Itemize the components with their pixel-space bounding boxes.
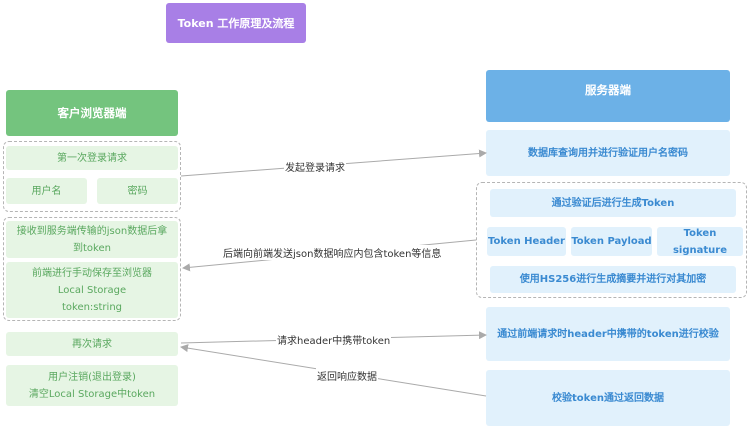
frontend-save-text: 前端进行手动保存至浏览器: [32, 267, 152, 279]
label-login-request: 发起登录请求: [284, 159, 346, 174]
token-receive-group: [3, 217, 181, 321]
verify-return-data: 校验token通过返回数据: [486, 370, 730, 426]
password-field: 密码: [97, 178, 178, 204]
client-header: 客户浏览器端: [6, 90, 178, 136]
token-generate-group: [476, 182, 747, 298]
db-query-verify: 数据库查询用并进行验证用户名密码: [486, 130, 730, 176]
server-header: 服务器端: [486, 70, 730, 122]
receive-json-token: 接收到服务端传输的json数据后拿到token: [6, 221, 178, 258]
token-payload-box: Token Payload: [571, 227, 652, 256]
local-storage-text: Local Storage: [57, 284, 127, 296]
logout-box: 用户注销(退出登录) 清空Local Storage中token: [6, 365, 178, 406]
username-field: 用户名: [6, 178, 87, 204]
label-return-data: 返回响应数据: [316, 368, 378, 383]
label-return-json: 后端向前端发送json数据响应内包含token等信息: [222, 245, 443, 260]
request-again: 再次请求: [6, 332, 178, 356]
page-title: Token 工作原理及流程: [166, 3, 306, 43]
generate-token: 通过验证后进行生成Token: [490, 189, 736, 217]
verify-header-token: 通过前端请求时header中携带的token进行校验: [486, 307, 730, 361]
frontend-save-box: 前端进行手动保存至浏览器 Local Storage token:string: [6, 262, 178, 318]
token-header-box: Token Header: [487, 227, 566, 256]
first-login-request: 第一次登录请求: [6, 146, 178, 170]
logout-text: 用户注销(退出登录): [48, 371, 136, 383]
token-string-text: token:string: [61, 301, 123, 313]
token-signature-box: Token signature: [657, 227, 743, 256]
hs256-encrypt: 使用HS256进行生成摘要并进行对其加密: [490, 266, 736, 293]
label-header-token: 请求header中携带token: [276, 332, 392, 347]
login-group: [3, 141, 181, 212]
clear-storage-text: 清空Local Storage中token: [28, 388, 156, 400]
receive-json-text: 接收到服务端传输的json数据后拿到token: [16, 225, 168, 254]
